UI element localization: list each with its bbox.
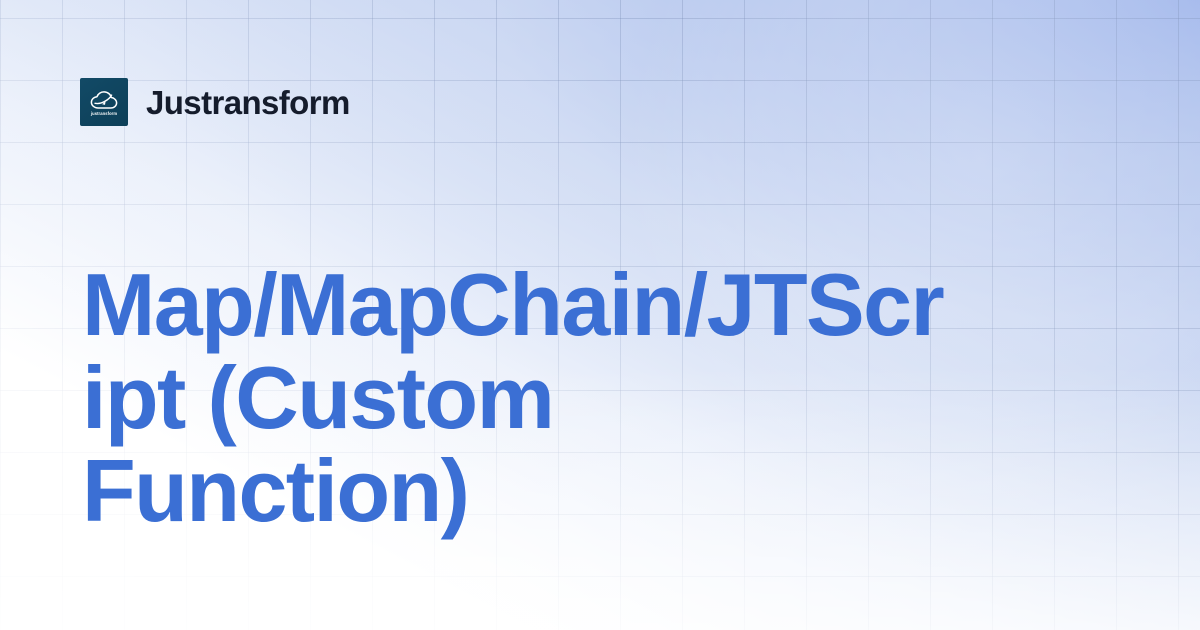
brand-lockup[interactable]: justransform Justransform xyxy=(80,78,350,126)
brand-logo-caption: justransform xyxy=(90,110,118,116)
page-title: Map/MapChain/JTScript (Custom Function) xyxy=(82,255,945,540)
brand-name: Justransform xyxy=(146,83,350,121)
brand-logo[interactable]: justransform xyxy=(80,78,128,126)
cloud-icon xyxy=(90,91,118,110)
